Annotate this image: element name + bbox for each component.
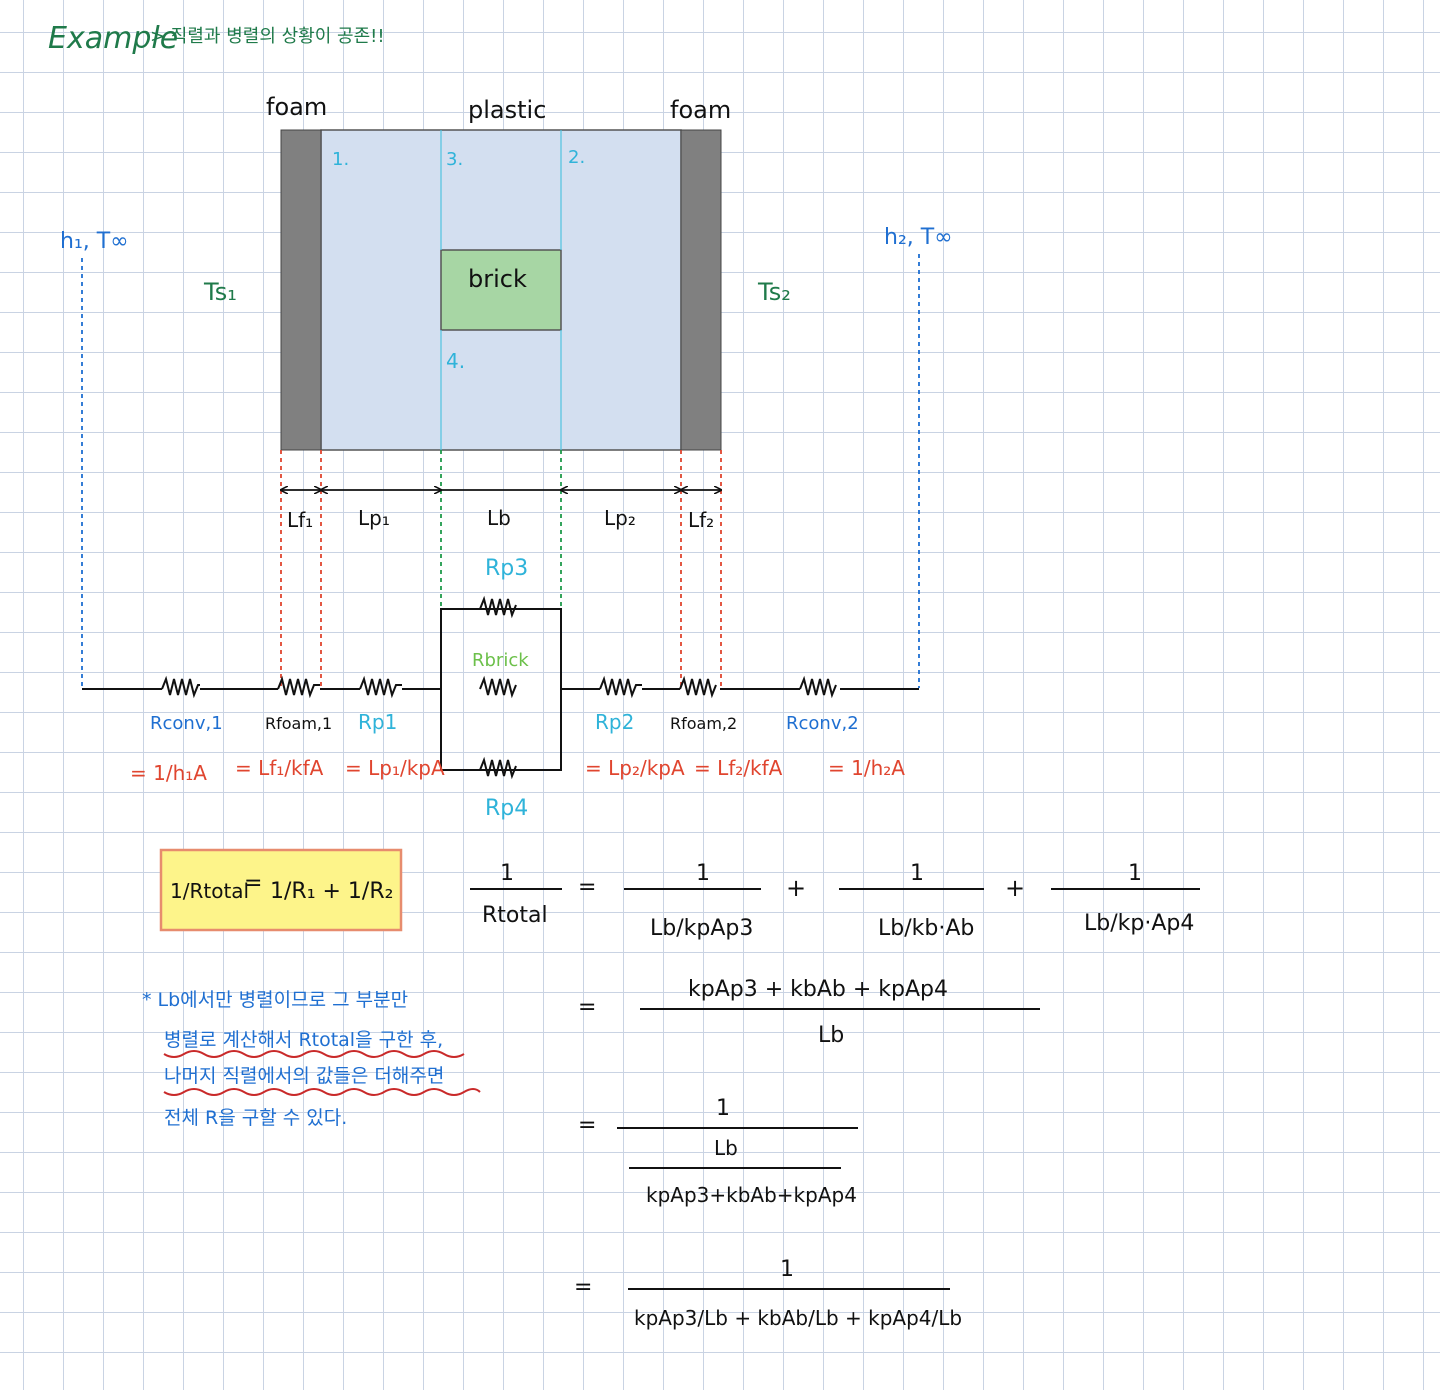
label-rfoam2: Rfoam,2 bbox=[670, 714, 737, 733]
resistor-rp2 bbox=[599, 675, 642, 699]
label-rfoam1: Rfoam,1 bbox=[265, 714, 332, 733]
resistor-rbrick bbox=[479, 675, 517, 699]
note-underline-2 bbox=[163, 1088, 481, 1096]
boxed-formula-lhs: 1/Rtotal bbox=[170, 879, 249, 903]
eq4-den: kpAp3/Lb + kbAb/Lb + kpAp4/Lb bbox=[634, 1306, 962, 1330]
region-1-label: 1. bbox=[332, 149, 349, 170]
length-lf1: Lf₁ bbox=[287, 508, 313, 532]
eq3-inner-num: Lb bbox=[714, 1136, 738, 1160]
resistor-rp4 bbox=[479, 756, 517, 780]
eq1-t2-num: 1 bbox=[910, 861, 924, 886]
eq1-plus2: + bbox=[1005, 874, 1025, 902]
note-underline-1 bbox=[163, 1050, 465, 1058]
eq1-lhs-num: 1 bbox=[500, 861, 514, 886]
label-plastic: plastic bbox=[468, 96, 546, 124]
formula-rconv1: = 1/h₁A bbox=[130, 761, 207, 785]
example-title: Example bbox=[48, 21, 178, 56]
eq3-num: 1 bbox=[716, 1096, 730, 1121]
region-4-label: 4. bbox=[446, 349, 465, 373]
foam-right bbox=[680, 129, 722, 451]
region-2-label: 2. bbox=[568, 147, 585, 168]
boxed-formula-rhs: 1/R₁ + 1/R₂ bbox=[270, 879, 393, 904]
resistor-rp1 bbox=[359, 675, 402, 699]
resistor-rfoam2 bbox=[679, 675, 717, 699]
label-foam-left: foam bbox=[266, 93, 327, 121]
example-caption: > 직렬과 병렬의 상황이 공존!! bbox=[150, 26, 385, 47]
eq3-inner-den: kpAp3+kbAb+kpAp4 bbox=[646, 1183, 857, 1207]
label-rp3: Rp3 bbox=[485, 556, 528, 581]
eq1-eq: = bbox=[578, 875, 596, 900]
length-lb: Lb bbox=[487, 506, 511, 530]
eq1-t3-den: Lb/kp·Ap4 bbox=[1084, 911, 1194, 936]
right-fluid-label: h₂, T∞ bbox=[884, 225, 953, 250]
eq1-plus1: + bbox=[786, 874, 806, 902]
eq1-t3-num: 1 bbox=[1128, 861, 1142, 886]
boxed-formula-eq: = bbox=[244, 871, 262, 896]
label-rconv2: Rconv,2 bbox=[786, 713, 859, 734]
resistor-rconv2 bbox=[799, 675, 837, 699]
label-brick: brick bbox=[468, 265, 527, 293]
eq2-den: Lb bbox=[818, 1023, 844, 1048]
formula-rp1: = Lp₁/kpA bbox=[345, 756, 445, 780]
length-lp2: Lp₂ bbox=[604, 506, 636, 530]
eq2-num: kpAp3 + kbAb + kpAp4 bbox=[688, 977, 948, 1002]
note-line-1: * Lb에서만 병렬이므로 그 부분만 bbox=[142, 989, 408, 1011]
label-rconv1: Rconv,1 bbox=[150, 713, 223, 734]
eq3-eq: = bbox=[578, 1113, 596, 1138]
eq1-t1-den: Lb/kpAp3 bbox=[650, 916, 753, 941]
note-line-2: 병렬로 계산해서 Rtotal을 구한 후, bbox=[164, 1029, 443, 1051]
eq1-t2-den: Lb/kb·Ab bbox=[878, 916, 974, 941]
region-3-label: 3. bbox=[446, 149, 463, 170]
eq4-eq: = bbox=[574, 1275, 592, 1300]
resistor-rp3 bbox=[479, 595, 517, 619]
formula-rconv2: = 1/h₂A bbox=[828, 756, 905, 780]
label-rp2: Rp2 bbox=[595, 710, 634, 734]
label-rp1: Rp1 bbox=[358, 710, 397, 734]
formula-rp2: = Lp₂/kpA bbox=[585, 756, 685, 780]
boxed-formula-box bbox=[159, 848, 403, 932]
note-line-4: 전체 R을 구할 수 있다. bbox=[164, 1107, 347, 1129]
formula-rfoam1: = Lf₁/kfA bbox=[235, 756, 324, 780]
ts1-label: Ts₁ bbox=[203, 278, 237, 306]
eq2-eq: = bbox=[578, 995, 596, 1020]
ts2-label: Ts₂ bbox=[757, 278, 791, 306]
resistor-symbols bbox=[161, 595, 837, 780]
label-foam-right: foam bbox=[670, 96, 731, 124]
left-fluid-label: h₁, T∞ bbox=[60, 229, 129, 254]
label-rp4: Rp4 bbox=[485, 796, 528, 821]
length-lf2: Lf₂ bbox=[688, 508, 714, 532]
foam-left bbox=[280, 129, 322, 451]
eq1-lhs-den: Rtotal bbox=[482, 903, 548, 928]
resistor-rfoam1 bbox=[277, 675, 320, 699]
label-rbrick: Rbrick bbox=[472, 650, 529, 671]
resistor-rconv1 bbox=[161, 675, 200, 699]
length-lp1: Lp₁ bbox=[358, 506, 390, 530]
brick-block bbox=[440, 249, 562, 331]
note-line-3: 나머지 직렬에서의 값들은 더해주면 bbox=[164, 1065, 444, 1087]
formula-rfoam2: = Lf₂/kfA bbox=[694, 756, 783, 780]
circuit-wires bbox=[82, 608, 919, 771]
eq4-num: 1 bbox=[780, 1257, 794, 1282]
eq1-t1-num: 1 bbox=[696, 861, 710, 886]
